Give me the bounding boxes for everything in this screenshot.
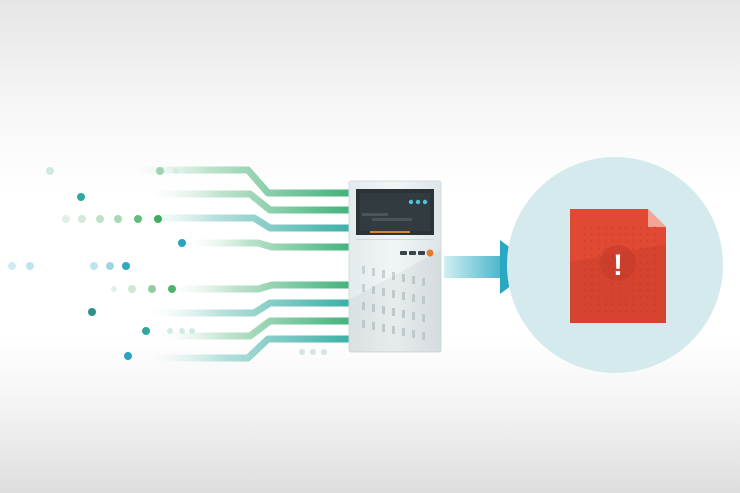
- stream-line: [150, 190, 352, 214]
- server-tower: [348, 180, 442, 353]
- server-vent: [400, 251, 407, 255]
- stream-line: [170, 281, 352, 293]
- server-power-indicator: [426, 249, 434, 257]
- server-vent: [418, 251, 425, 255]
- stream-line: [160, 317, 352, 340]
- data-stream-lines: [120, 166, 352, 362]
- stream-line: [130, 166, 352, 197]
- stream-line: [150, 299, 352, 317]
- server-vent: [409, 251, 416, 255]
- data-dots: [8, 167, 327, 360]
- alert-document-icon: !: [570, 209, 666, 323]
- stream-line: [150, 335, 352, 362]
- stream-line: [140, 214, 352, 232]
- stream-line: [190, 239, 352, 251]
- alert-glyph: !: [613, 249, 623, 282]
